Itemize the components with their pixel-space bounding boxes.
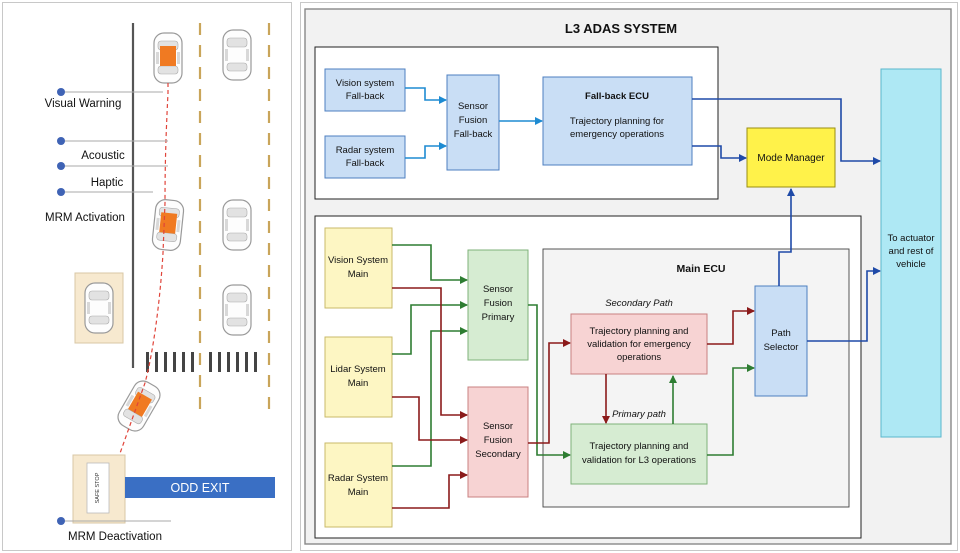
radar-fallback-block bbox=[324, 135, 406, 179]
mrm-deactivation-label: MRM Deactivation bbox=[68, 531, 162, 543]
event-dot-icon bbox=[57, 88, 65, 96]
event-dot-icon bbox=[57, 188, 65, 196]
driving-scenario-panel: SAFE STOP ODD EXIT Visual Warning Acoust… bbox=[2, 2, 292, 551]
acoustic-label: Acoustic bbox=[81, 150, 125, 162]
sensor-fusion-secondary-block bbox=[467, 386, 529, 498]
actuator-line2: and rest of bbox=[889, 246, 934, 257]
event-dot-icon bbox=[57, 162, 65, 170]
vision-main-block bbox=[324, 227, 393, 309]
traj-emergency-block bbox=[570, 313, 708, 375]
haptic-label: Haptic bbox=[91, 177, 124, 189]
actuator-line3: vehicle bbox=[896, 259, 926, 270]
event-dot-icon bbox=[57, 137, 65, 145]
fallback-ecu-title: Fall-back ECU bbox=[585, 91, 649, 102]
vision-main-line1: Vision System bbox=[328, 255, 388, 266]
vision-fallback-line2: Fall-back bbox=[346, 91, 385, 102]
radar-main-line2: Main bbox=[348, 487, 369, 498]
sf-secondary-line2: Fusion bbox=[484, 435, 513, 446]
radar-fallback-line2: Fall-back bbox=[346, 158, 385, 169]
sf-fallback-line2: Fusion bbox=[459, 115, 488, 126]
radar-main-line1: Radar System bbox=[328, 473, 388, 484]
fallback-connectors bbox=[405, 87, 543, 159]
crosswalk-stripes bbox=[146, 352, 257, 372]
mode-manager-block bbox=[746, 127, 836, 188]
ecu-output-connectors bbox=[692, 98, 881, 342]
traj-l3-block bbox=[570, 423, 708, 485]
path-selector-line1: Path bbox=[771, 328, 791, 339]
actuator-block bbox=[880, 68, 942, 438]
path-selector-line2: Selector bbox=[764, 342, 799, 353]
secondary-connectors bbox=[392, 287, 755, 509]
event-leader-lines bbox=[61, 91, 171, 522]
lidar-main-line1: Lidar System bbox=[330, 364, 386, 375]
traj-emergency-line3: operations bbox=[617, 352, 662, 363]
fallback-ecu-block bbox=[542, 76, 693, 166]
ego-car-icon bbox=[150, 198, 186, 252]
ego-car-icon bbox=[113, 376, 165, 436]
parked-car-icon bbox=[84, 282, 114, 334]
traffic-car-icon bbox=[222, 284, 252, 336]
event-dots bbox=[57, 88, 65, 525]
traffic-car-icon bbox=[222, 199, 252, 251]
traj-emergency-line1: Trajectory planning and bbox=[590, 326, 689, 337]
vision-fallback-block bbox=[324, 68, 406, 112]
fallback-ecu-line1: Trajectory planning for bbox=[570, 116, 664, 127]
adas-architecture-diagram: L3 ADAS SYSTEM Main ECU Vision system Fa… bbox=[304, 8, 952, 545]
path-selector-block bbox=[754, 285, 808, 397]
primary-connectors bbox=[392, 244, 755, 467]
sf-primary-line3: Primary bbox=[482, 312, 515, 323]
main-ecu-label: Main ECU bbox=[676, 263, 725, 275]
sensor-fusion-fallback-block bbox=[446, 74, 500, 171]
fallback-ecu-line2: emergency operations bbox=[570, 129, 664, 140]
ego-trajectory-line bbox=[112, 83, 169, 474]
system-title: L3 ADAS SYSTEM bbox=[565, 21, 677, 36]
visual-warning-label: Visual Warning bbox=[45, 98, 122, 110]
traj-l3-line2: validation for L3 operations bbox=[582, 455, 696, 466]
lidar-main-line2: Main bbox=[348, 378, 369, 389]
odd-exit-label: ODD EXIT bbox=[170, 481, 229, 495]
sf-primary-line2: Fusion bbox=[484, 298, 513, 309]
lidar-main-block bbox=[324, 336, 393, 418]
ego-car-icon bbox=[153, 32, 183, 84]
scenario-drawing: SAFE STOP ODD EXIT Visual Warning Acoust… bbox=[45, 23, 275, 543]
mode-manager-label: Mode Manager bbox=[757, 153, 825, 164]
secondary-path-label: Secondary Path bbox=[605, 298, 673, 309]
safe-stop-car-icon bbox=[86, 462, 110, 514]
sf-fallback-line3: Fall-back bbox=[454, 129, 493, 140]
sf-secondary-line3: Secondary bbox=[475, 449, 521, 460]
vision-main-line2: Main bbox=[348, 269, 369, 280]
vision-fallback-line1: Vision system bbox=[336, 78, 395, 89]
radar-fallback-line1: Radar system bbox=[336, 145, 395, 156]
odd-exit-bar bbox=[125, 477, 275, 498]
l3-adas-system-panel: L3 ADAS SYSTEM Main ECU Vision system Fa… bbox=[300, 2, 958, 551]
sf-fallback-line1: Sensor bbox=[458, 101, 488, 112]
actuator-line1: To actuator bbox=[888, 233, 935, 244]
primary-path-label: Primary path bbox=[612, 409, 666, 420]
traffic-car-icon bbox=[222, 29, 252, 81]
traj-emergency-line2: validation for emergency bbox=[587, 339, 691, 350]
sf-primary-line1: Sensor bbox=[483, 284, 513, 295]
sf-secondary-line1: Sensor bbox=[483, 421, 513, 432]
traj-l3-line1: Trajectory planning and bbox=[590, 441, 689, 452]
mrm-activation-label: MRM Activation bbox=[45, 212, 125, 224]
radar-main-block bbox=[324, 442, 393, 528]
event-dot-icon bbox=[57, 517, 65, 525]
safe-stop-label: SAFE STOP bbox=[95, 472, 101, 503]
